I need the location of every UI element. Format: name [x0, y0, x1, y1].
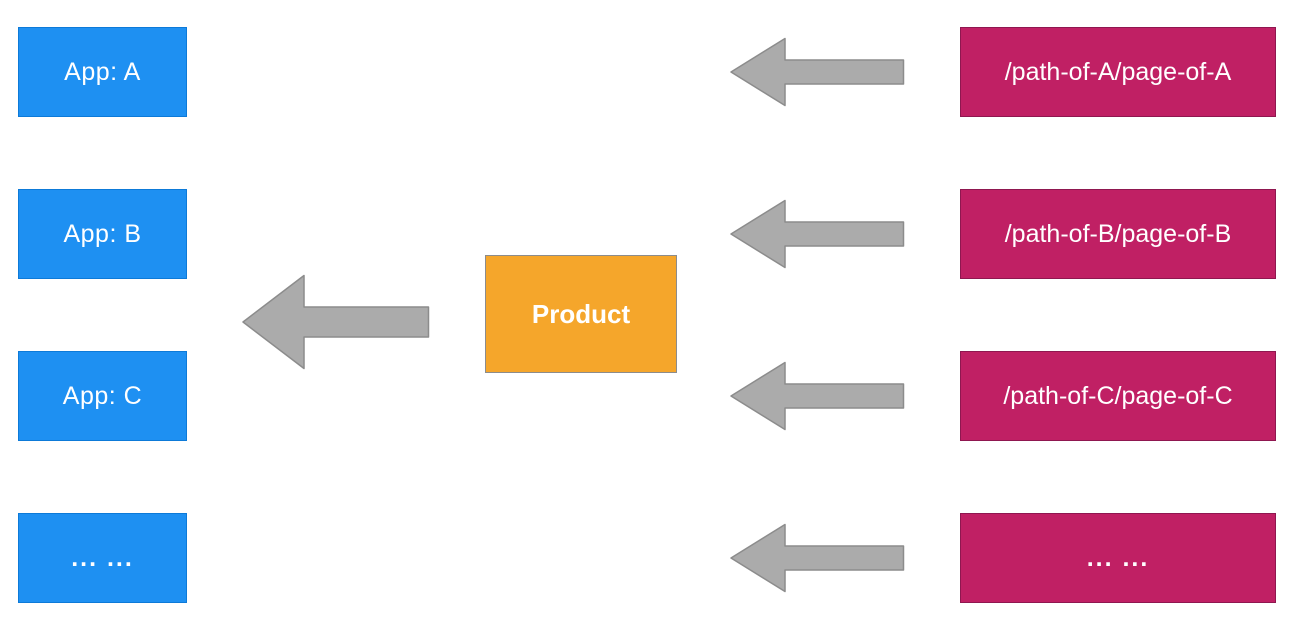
path-box-c-label: /path-of-C/page-of-C	[1003, 381, 1233, 410]
path-more-to-product-arrow-icon	[730, 523, 905, 593]
app-box-a-label: App: A	[64, 57, 141, 86]
path-box-b: /path-of-B/page-of-B	[960, 189, 1276, 279]
path-box-more: ... ...	[960, 513, 1276, 603]
path-box-b-label: /path-of-B/page-of-B	[1004, 219, 1232, 248]
app-box-b: App: B	[18, 189, 187, 279]
path-box-c: /path-of-C/page-of-C	[960, 351, 1276, 441]
product-to-apps-arrow-icon	[242, 274, 430, 370]
app-box-more-label: ... ...	[71, 543, 134, 572]
path-c-to-product-arrow-icon	[730, 361, 905, 431]
path-b-to-product-arrow-icon	[730, 199, 905, 269]
app-box-a: App: A	[18, 27, 187, 117]
app-box-c: App: C	[18, 351, 187, 441]
path-box-more-label: ... ...	[1086, 543, 1150, 572]
path-a-to-product-arrow-icon	[730, 37, 905, 107]
path-box-a: /path-of-A/page-of-A	[960, 27, 1276, 117]
product-box-label: Product	[531, 298, 631, 329]
product-box: Product	[485, 255, 677, 373]
path-box-a-label: /path-of-A/page-of-A	[1004, 57, 1232, 86]
app-box-c-label: App: C	[62, 381, 143, 410]
app-box-more: ... ...	[18, 513, 187, 603]
app-box-b-label: App: B	[63, 219, 142, 248]
